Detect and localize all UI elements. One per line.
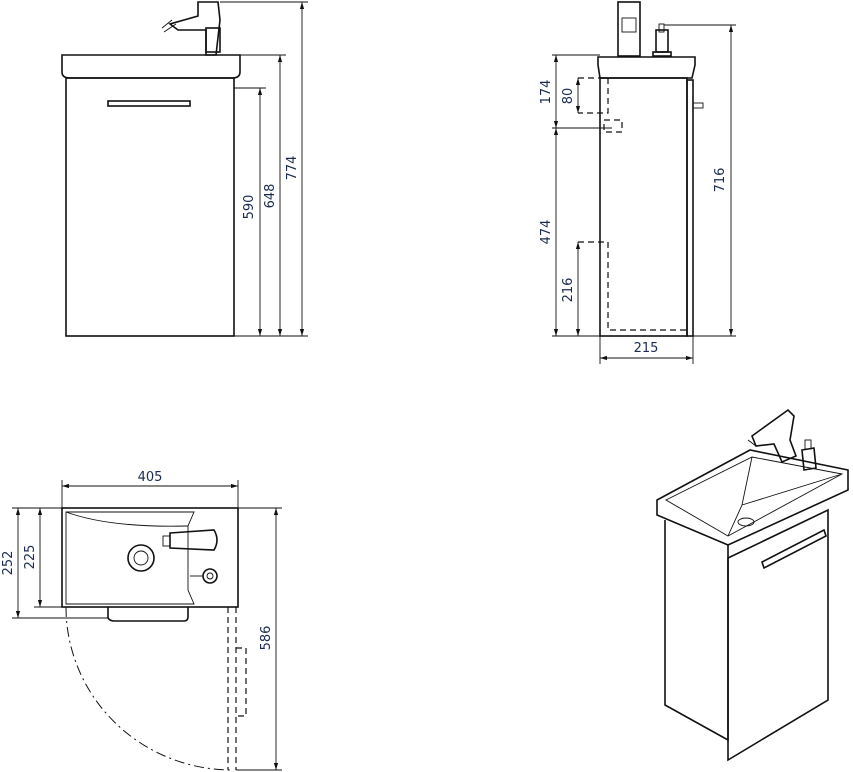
dim-474: 474 bbox=[539, 220, 554, 245]
dim-590: 590 bbox=[242, 195, 257, 220]
soap-dispenser-icon bbox=[801, 439, 817, 471]
basin bbox=[65, 511, 195, 605]
isometric-view bbox=[656, 408, 849, 762]
front-view: 590 648 774 bbox=[61, 1, 308, 337]
sink-side bbox=[597, 56, 696, 79]
soap-dispenser-icon bbox=[652, 23, 672, 57]
soap-dispenser-icon bbox=[202, 568, 218, 584]
handle bbox=[107, 607, 189, 622]
handle bbox=[107, 100, 191, 107]
cabinet-side-iso bbox=[664, 520, 729, 742]
faucet-icon bbox=[161, 1, 221, 56]
dim-225: 225 bbox=[23, 545, 38, 570]
cabinet-front bbox=[65, 77, 235, 337]
dim-215: 215 bbox=[634, 341, 659, 356]
door-swing-arc bbox=[65, 606, 233, 771]
dim-216: 216 bbox=[561, 278, 576, 303]
dim-648: 648 bbox=[263, 184, 278, 209]
dim-405: 405 bbox=[138, 470, 163, 485]
sink-outline bbox=[61, 507, 239, 608]
faucet-icon bbox=[617, 1, 641, 57]
cabinet-side bbox=[599, 77, 688, 337]
dim-716: 716 bbox=[713, 168, 728, 193]
side-view: 174 80 474 216 716 215 bbox=[539, 1, 736, 364]
door-edge bbox=[686, 79, 694, 337]
dim-252: 252 bbox=[1, 551, 16, 576]
sink-iso bbox=[656, 449, 849, 546]
dim-774: 774 bbox=[285, 156, 300, 181]
drain-icon bbox=[127, 544, 155, 572]
faucet-icon bbox=[169, 529, 218, 551]
dim-174: 174 bbox=[539, 80, 554, 105]
handle-iso bbox=[761, 528, 827, 570]
dim-586: 586 bbox=[259, 626, 274, 651]
sink-top bbox=[61, 54, 241, 79]
top-view: 405 252 225 586 bbox=[1, 470, 282, 771]
faucet-icon bbox=[747, 408, 798, 464]
cabinet-door-iso bbox=[727, 508, 829, 762]
dim-80: 80 bbox=[561, 88, 576, 105]
